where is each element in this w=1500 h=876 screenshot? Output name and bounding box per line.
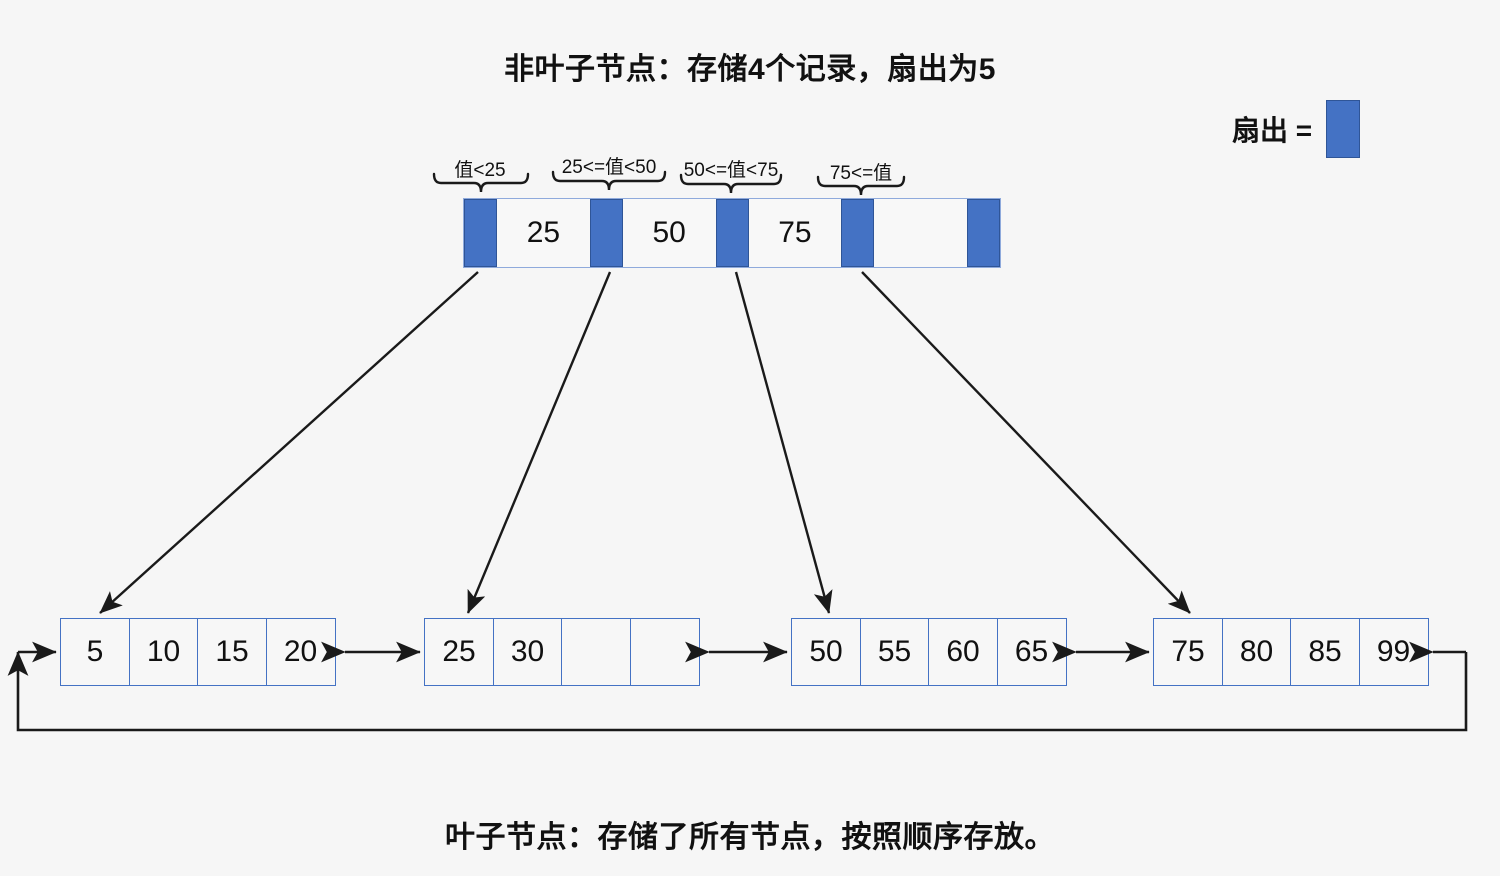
leaf-1-cell-4: 20 bbox=[265, 618, 336, 686]
legend: 扇出 = bbox=[1232, 100, 1361, 158]
leaf-node-1[interactable]: 5 10 15 20 bbox=[60, 618, 336, 686]
leaf-4-cell-3: 85 bbox=[1290, 618, 1360, 686]
leaf-2-cell-3 bbox=[561, 618, 631, 686]
leaf-4-cell-2: 80 bbox=[1221, 618, 1292, 686]
root-to-leaf-arrows bbox=[99, 271, 1191, 614]
leaf-node-4[interactable]: 75 80 85 99 bbox=[1153, 618, 1429, 686]
leaf-node-2[interactable]: 25 30 bbox=[424, 618, 700, 686]
root-pointer-3[interactable] bbox=[715, 199, 749, 267]
range-label-4: 75<=值 bbox=[829, 163, 893, 184]
root-to-leaf-arrow-3 bbox=[734, 271, 833, 614]
leaf-2-cell-4 bbox=[629, 618, 700, 686]
range-label-1: 值<25 bbox=[454, 160, 506, 181]
leaf-2-cell-1: 25 bbox=[424, 618, 494, 686]
root-key-3: 75 bbox=[748, 199, 842, 267]
root-pointer-5[interactable] bbox=[967, 199, 1000, 267]
root-to-leaf-arrow-2 bbox=[466, 271, 612, 614]
root-key-2: 50 bbox=[622, 199, 716, 267]
legend-label: 扇出 = bbox=[1232, 115, 1313, 146]
range-label-2: 25<=值<50 bbox=[561, 157, 657, 178]
leaf-1-cell-3: 15 bbox=[197, 618, 267, 686]
leaf-1-cell-2: 10 bbox=[128, 618, 199, 686]
root-pointer-1[interactable] bbox=[464, 199, 497, 267]
range-label-3: 50<=值<75 bbox=[683, 160, 779, 181]
root-to-leaf-arrow-1 bbox=[99, 271, 479, 614]
leaf-3-cell-4: 65 bbox=[996, 618, 1067, 686]
root-internal-node[interactable]: 25 50 75 bbox=[463, 198, 1001, 268]
leaf-3-cell-1: 50 bbox=[791, 618, 861, 686]
root-pointer-2[interactable] bbox=[589, 199, 623, 267]
leaf-3-cell-2: 55 bbox=[859, 618, 930, 686]
leaf-4-cell-4: 99 bbox=[1358, 618, 1429, 686]
diagram-caption: 叶子节点：存储了所有节点，按照顺序存放。 bbox=[445, 821, 1055, 854]
leaf-3-cell-3: 60 bbox=[928, 618, 998, 686]
root-key-1: 25 bbox=[497, 199, 590, 267]
root-to-leaf-arrow-4 bbox=[861, 271, 1191, 614]
root-pointer-4[interactable] bbox=[841, 199, 875, 267]
root-key-4 bbox=[874, 199, 967, 267]
leaf-1-cell-1: 5 bbox=[60, 618, 130, 686]
leaf-2-cell-2: 30 bbox=[492, 618, 563, 686]
leaf-node-3[interactable]: 50 55 60 65 bbox=[791, 618, 1067, 686]
diagram-title: 非叶子节点：存储4个记录，扇出为5 bbox=[504, 53, 996, 86]
legend-fanout-swatch bbox=[1326, 100, 1361, 158]
leaf-4-cell-1: 75 bbox=[1153, 618, 1223, 686]
